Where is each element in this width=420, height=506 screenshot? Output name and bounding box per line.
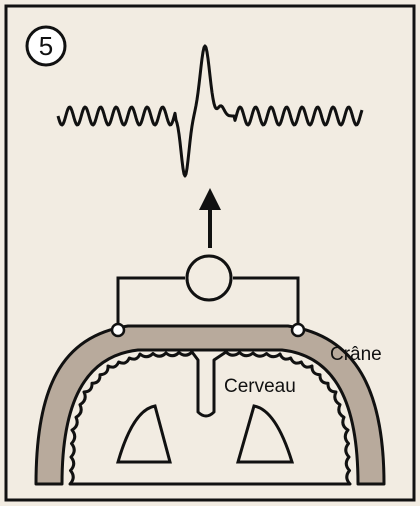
skull-label: Crâne	[330, 344, 382, 365]
left-electrode-icon	[112, 324, 124, 336]
step-number: 5	[39, 31, 53, 61]
brain-label: Cerveau	[224, 376, 296, 397]
amplifier-circle-icon	[187, 256, 231, 300]
step-badge: 5	[27, 27, 65, 65]
right-electrode-icon	[292, 324, 304, 336]
